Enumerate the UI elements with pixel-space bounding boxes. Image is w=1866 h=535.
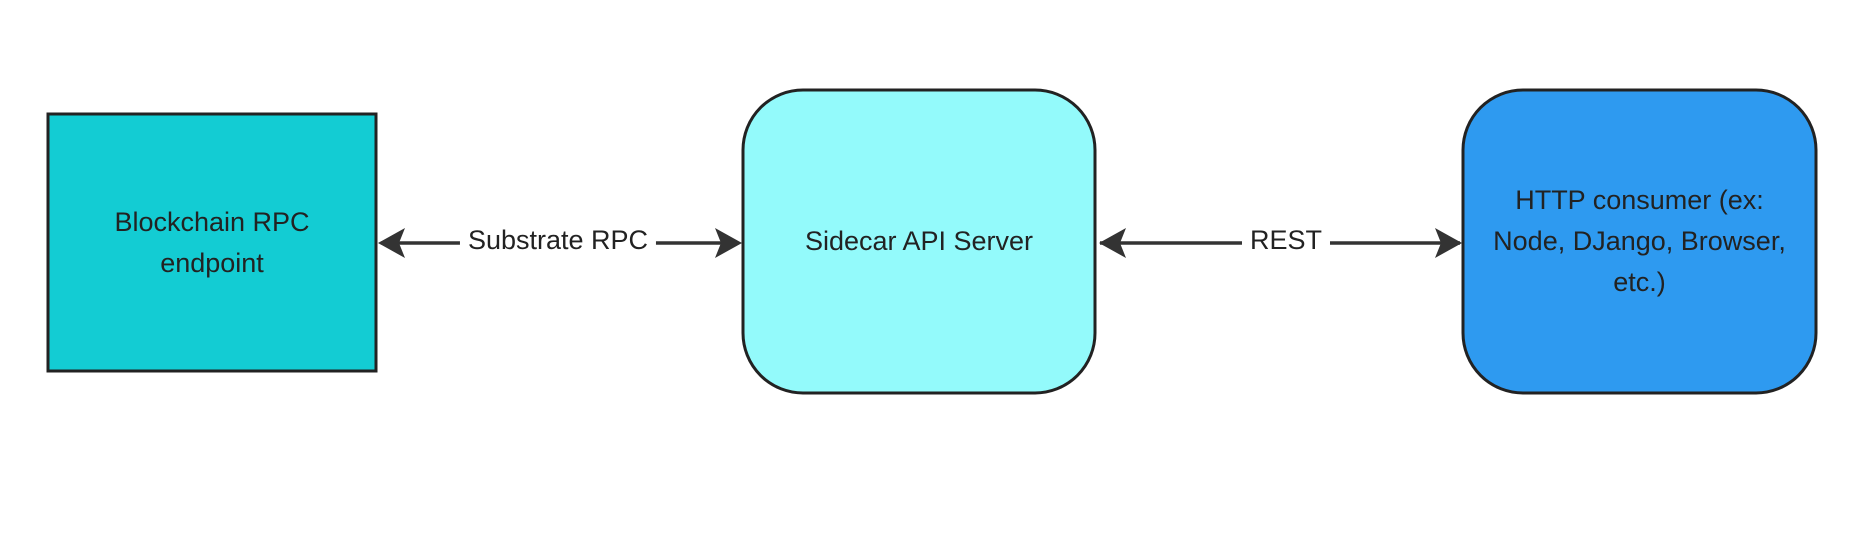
node-sidecar-shape bbox=[741, 88, 1097, 395]
edge-substrate-rpc-label: Substrate RPC bbox=[459, 223, 657, 257]
node-sidecar-label: Sidecar API Server bbox=[804, 226, 1034, 256]
arrowhead-left-icon bbox=[378, 228, 405, 258]
arrowhead-right-icon bbox=[715, 228, 742, 258]
node-consumer-shape bbox=[1461, 88, 1818, 395]
arrowhead-right-icon bbox=[1435, 228, 1462, 258]
node-blockchain-label: Blockchain RPC endpoint bbox=[114, 206, 310, 278]
node-blockchain-shape bbox=[46, 112, 378, 373]
arrowhead-left-icon bbox=[1099, 228, 1126, 258]
edge-rest-label: REST bbox=[1241, 223, 1331, 257]
node-consumer-label: HTTP consumer (ex: Node, DJango, Browser… bbox=[1493, 185, 1786, 297]
